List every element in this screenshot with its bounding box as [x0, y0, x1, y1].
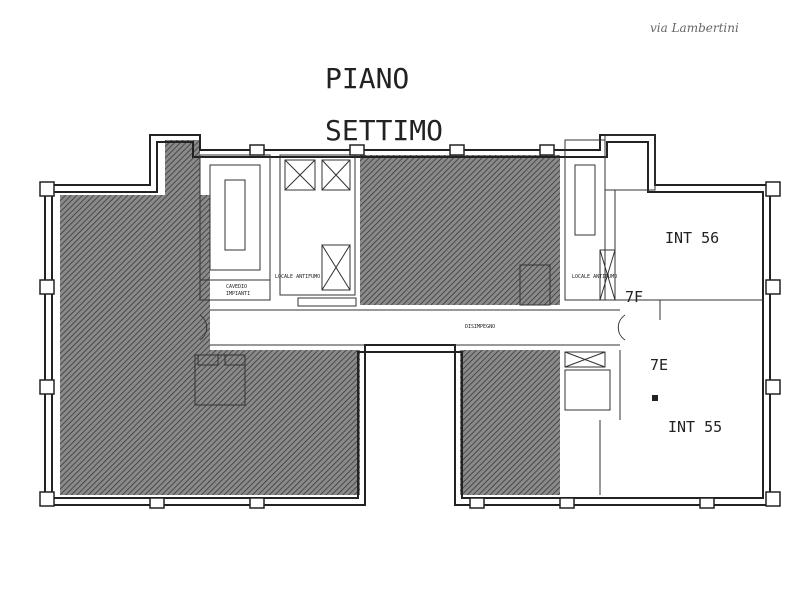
hatched-area-left-top	[165, 140, 200, 200]
hatched-area-lower-right	[460, 350, 560, 495]
int-55-label: INT 55	[668, 418, 722, 436]
handwritten-note: via Lambertini	[650, 21, 739, 35]
cavedio-label-2: IMPIANTI	[226, 291, 250, 297]
unit-partitions	[599, 190, 763, 495]
perimeter-columns	[39, 144, 781, 509]
hatched-area-left-lower	[160, 350, 360, 495]
title-line-1: PIANO	[325, 62, 409, 95]
hatched-area-center	[360, 155, 560, 305]
unit-7e-label: 7E	[650, 356, 668, 374]
service-rooms	[194, 134, 656, 411]
int-56-label: INT 56	[665, 229, 719, 247]
locale-antifumo-left-label: LOCALE ANTIFUMO	[275, 274, 320, 280]
title-line-2: SETTIMO	[325, 114, 443, 147]
stairwell-right	[564, 139, 616, 368]
cavedio-label-1: CAVEDIO	[226, 284, 247, 290]
locale-antifumo-right-label: LOCALE ANTIFUMO	[572, 274, 617, 280]
elevators	[279, 154, 357, 307]
stairwell-left	[199, 154, 271, 301]
unit-7f-label: 7F	[625, 288, 643, 306]
disimpegno-label: DISIMPEGNO	[465, 324, 495, 330]
corridor	[199, 309, 626, 346]
hatched-areas	[60, 140, 560, 495]
